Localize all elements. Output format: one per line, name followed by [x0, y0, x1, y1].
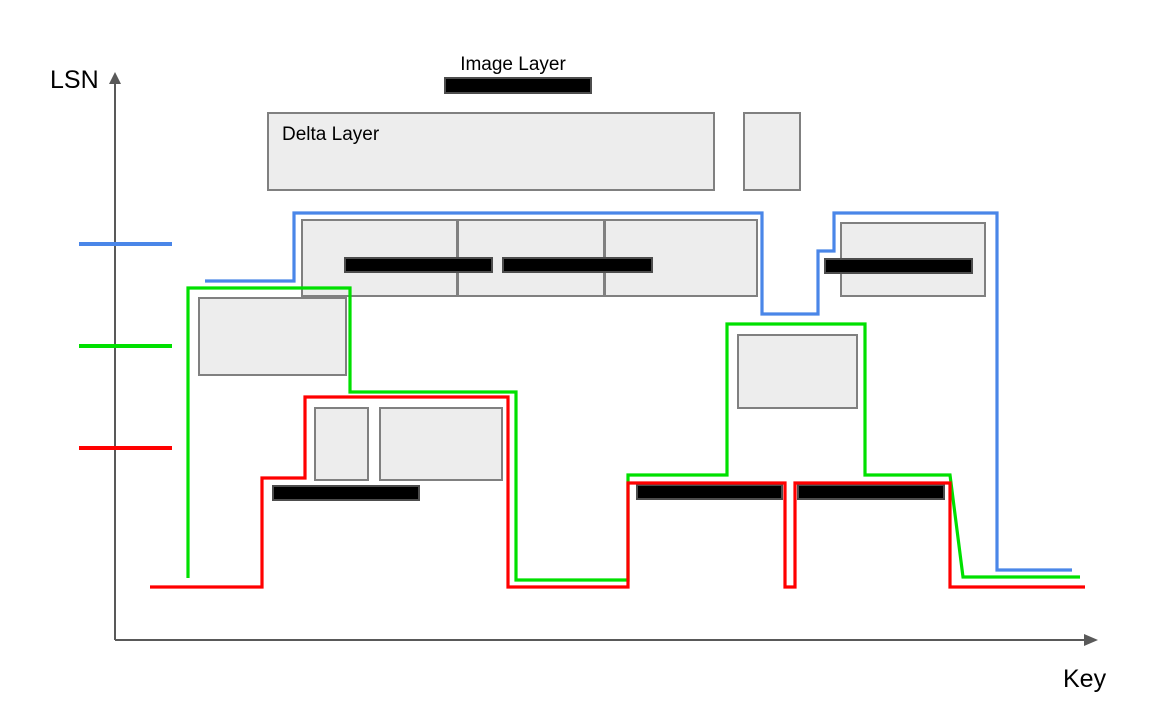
green-level-line — [186, 286, 1080, 582]
key-bar-blue-2 — [502, 257, 653, 273]
key-bar-red-1 — [272, 485, 420, 501]
key-bar-red-3 — [797, 484, 945, 500]
green-band-box-left — [198, 297, 347, 376]
key-bar-blue-1 — [344, 257, 493, 273]
key-bar-red-2 — [636, 484, 783, 500]
x-axis-arrow-icon — [1084, 634, 1098, 646]
image-layer-marker: Image Layer — [444, 54, 592, 94]
legend-ticks-group — [79, 242, 172, 450]
key-bar-blue-3 — [824, 258, 973, 274]
image-layer-title: Image Layer — [460, 54, 566, 75]
y-axis-arrow-icon — [109, 72, 121, 84]
green-band-box-right — [737, 334, 858, 409]
y-axis-label: LSN — [50, 66, 99, 94]
red-level-line — [150, 395, 1085, 589]
blue-level-line — [205, 211, 1072, 572]
axes-group: LSN Key — [50, 66, 1107, 693]
delta-layer-box-right — [743, 112, 801, 191]
key-bars-group — [272, 257, 973, 501]
red-band-box-1 — [314, 407, 369, 481]
red-band-box-2 — [379, 407, 503, 481]
image-layer-key-bar — [444, 77, 592, 94]
delta-layer-box-main — [267, 112, 715, 191]
x-axis-label: Key — [1063, 665, 1107, 693]
level-lines-group — [150, 211, 1085, 589]
page-boxes-group: Delta Layer — [198, 112, 986, 481]
delta-layer-box-main-label: Delta Layer — [282, 124, 380, 145]
